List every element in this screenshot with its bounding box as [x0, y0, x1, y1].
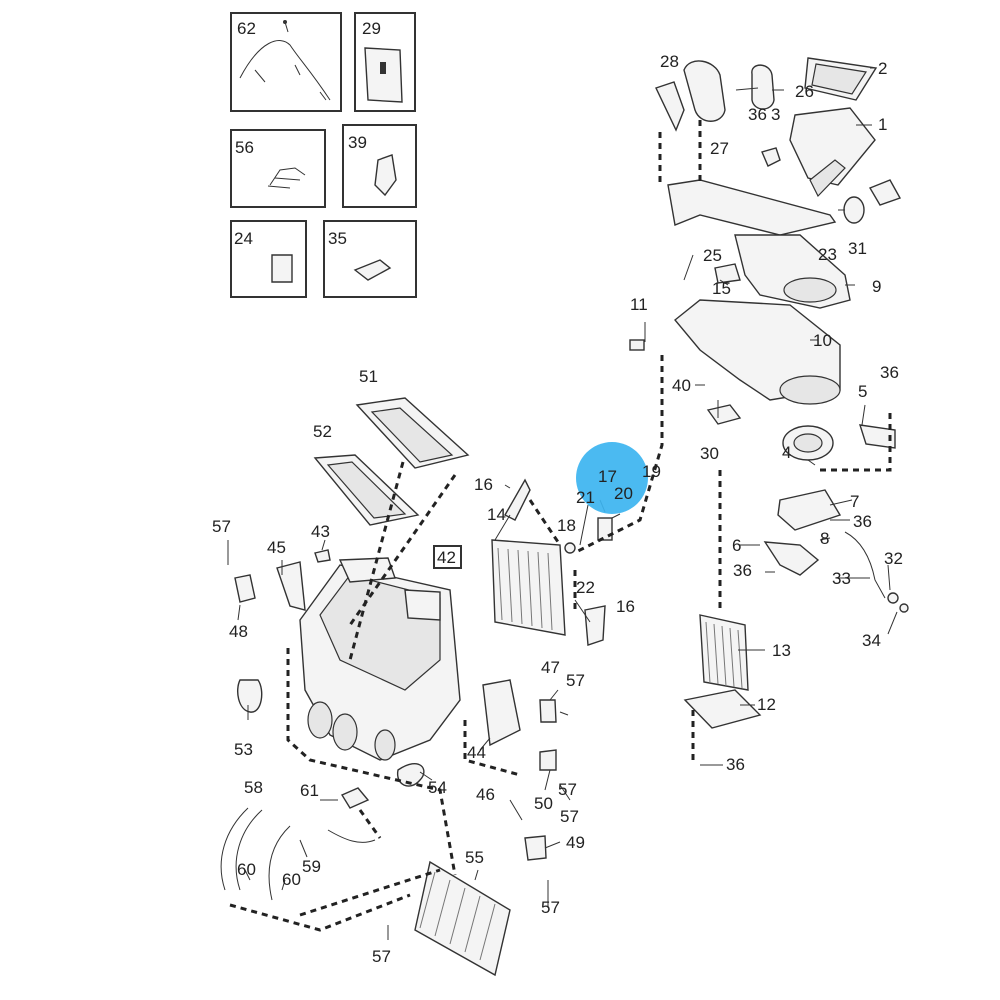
- callout-9: 9: [872, 277, 881, 296]
- callout-16: 16: [616, 597, 635, 616]
- callout-36: 36: [726, 755, 745, 774]
- callout-20: 20: [614, 484, 633, 503]
- callout-26: 26: [795, 82, 814, 101]
- callout-28: 28: [660, 52, 679, 71]
- callout-50: 50: [534, 794, 553, 813]
- callout-57: 57: [541, 898, 560, 917]
- callout-14: 14: [487, 505, 506, 524]
- callout-58: 58: [244, 778, 263, 797]
- inset-box-62[interactable]: [230, 12, 342, 112]
- inset-label-39: 39: [348, 133, 367, 152]
- dashed-lines: [229, 120, 892, 932]
- callout-32: 32: [884, 549, 903, 568]
- callout-3: 3: [771, 105, 780, 124]
- callout-33: 33: [832, 569, 851, 588]
- inset-box-24[interactable]: [230, 220, 307, 298]
- callout-40: 40: [672, 376, 691, 395]
- callout-22: 22: [576, 578, 595, 597]
- callout-4: 4: [782, 443, 791, 462]
- callout-13: 13: [772, 641, 791, 660]
- callout-10: 10: [813, 331, 832, 350]
- callout-49: 49: [566, 833, 585, 852]
- callout-5: 5: [858, 382, 867, 401]
- air-duct-parts: [629, 57, 909, 613]
- callout-57: 57: [560, 807, 579, 826]
- callout-17: 17: [598, 467, 617, 486]
- inset-label-56: 56: [235, 138, 254, 157]
- callout-27: 27: [710, 139, 729, 158]
- callout-57: 57: [558, 780, 577, 799]
- callout-25: 25: [703, 246, 722, 265]
- callout-44: 44: [467, 743, 486, 762]
- cabin-filter: [683, 614, 762, 729]
- callout-48: 48: [229, 622, 248, 641]
- callout-34: 34: [862, 631, 881, 650]
- callout-36: 36: [880, 363, 899, 382]
- callout-54: 54: [428, 778, 447, 797]
- callout-6: 6: [732, 536, 741, 555]
- misc-components: [220, 263, 741, 901]
- inset-box-35[interactable]: [323, 220, 417, 298]
- callout-57: 57: [372, 947, 391, 966]
- inset-box-56[interactable]: [230, 129, 326, 208]
- inset-label-29: 29: [362, 19, 381, 38]
- callout-23: 23: [818, 245, 837, 264]
- callout-57: 57: [212, 517, 231, 536]
- callout-1: 1: [878, 115, 887, 134]
- callout-45: 45: [267, 538, 286, 557]
- callout-31: 31: [848, 239, 867, 258]
- callout-19: 19: [642, 462, 661, 481]
- callout-8: 8: [820, 529, 829, 548]
- callout-47: 47: [541, 658, 560, 677]
- callout-18: 18: [557, 516, 576, 535]
- callout-42-box: 42: [433, 545, 462, 569]
- inset-box-29[interactable]: [354, 12, 416, 112]
- callout-15: 15: [712, 279, 731, 298]
- inset-label-62: 62: [237, 19, 256, 38]
- callout-60: 60: [282, 870, 301, 889]
- inset-label-24: 24: [234, 229, 253, 248]
- callout-30: 30: [700, 444, 719, 463]
- callout-52: 52: [313, 422, 332, 441]
- inset-label-35: 35: [328, 229, 347, 248]
- callout-7: 7: [850, 492, 859, 511]
- callout-55: 55: [465, 848, 484, 867]
- callout-46: 46: [476, 785, 495, 804]
- callout-59: 59: [302, 857, 321, 876]
- inset-box-39[interactable]: [342, 124, 417, 208]
- callout-2: 2: [878, 59, 887, 78]
- callout-16: 16: [474, 475, 493, 494]
- callout-36: 36: [853, 512, 872, 531]
- callout-53: 53: [234, 740, 253, 759]
- callout-43: 43: [311, 522, 330, 541]
- callout-36: 36: [748, 105, 767, 124]
- callout-42: 42: [437, 548, 456, 567]
- highlight-marker[interactable]: [576, 442, 648, 514]
- callout-51: 51: [359, 367, 378, 386]
- hvac-housing: [299, 397, 606, 977]
- callout-57: 57: [566, 671, 585, 690]
- callout-11: 11: [630, 295, 648, 314]
- callout-36: 36: [733, 561, 752, 580]
- callout-12: 12: [757, 695, 776, 714]
- callout-61: 61: [300, 781, 319, 800]
- callout-21: 21: [576, 488, 595, 507]
- callout-labels: 62 29 56 39 24 35 2 28 26 36 3 1 27 23 3…: [212, 19, 903, 966]
- callout-60: 60: [237, 860, 256, 879]
